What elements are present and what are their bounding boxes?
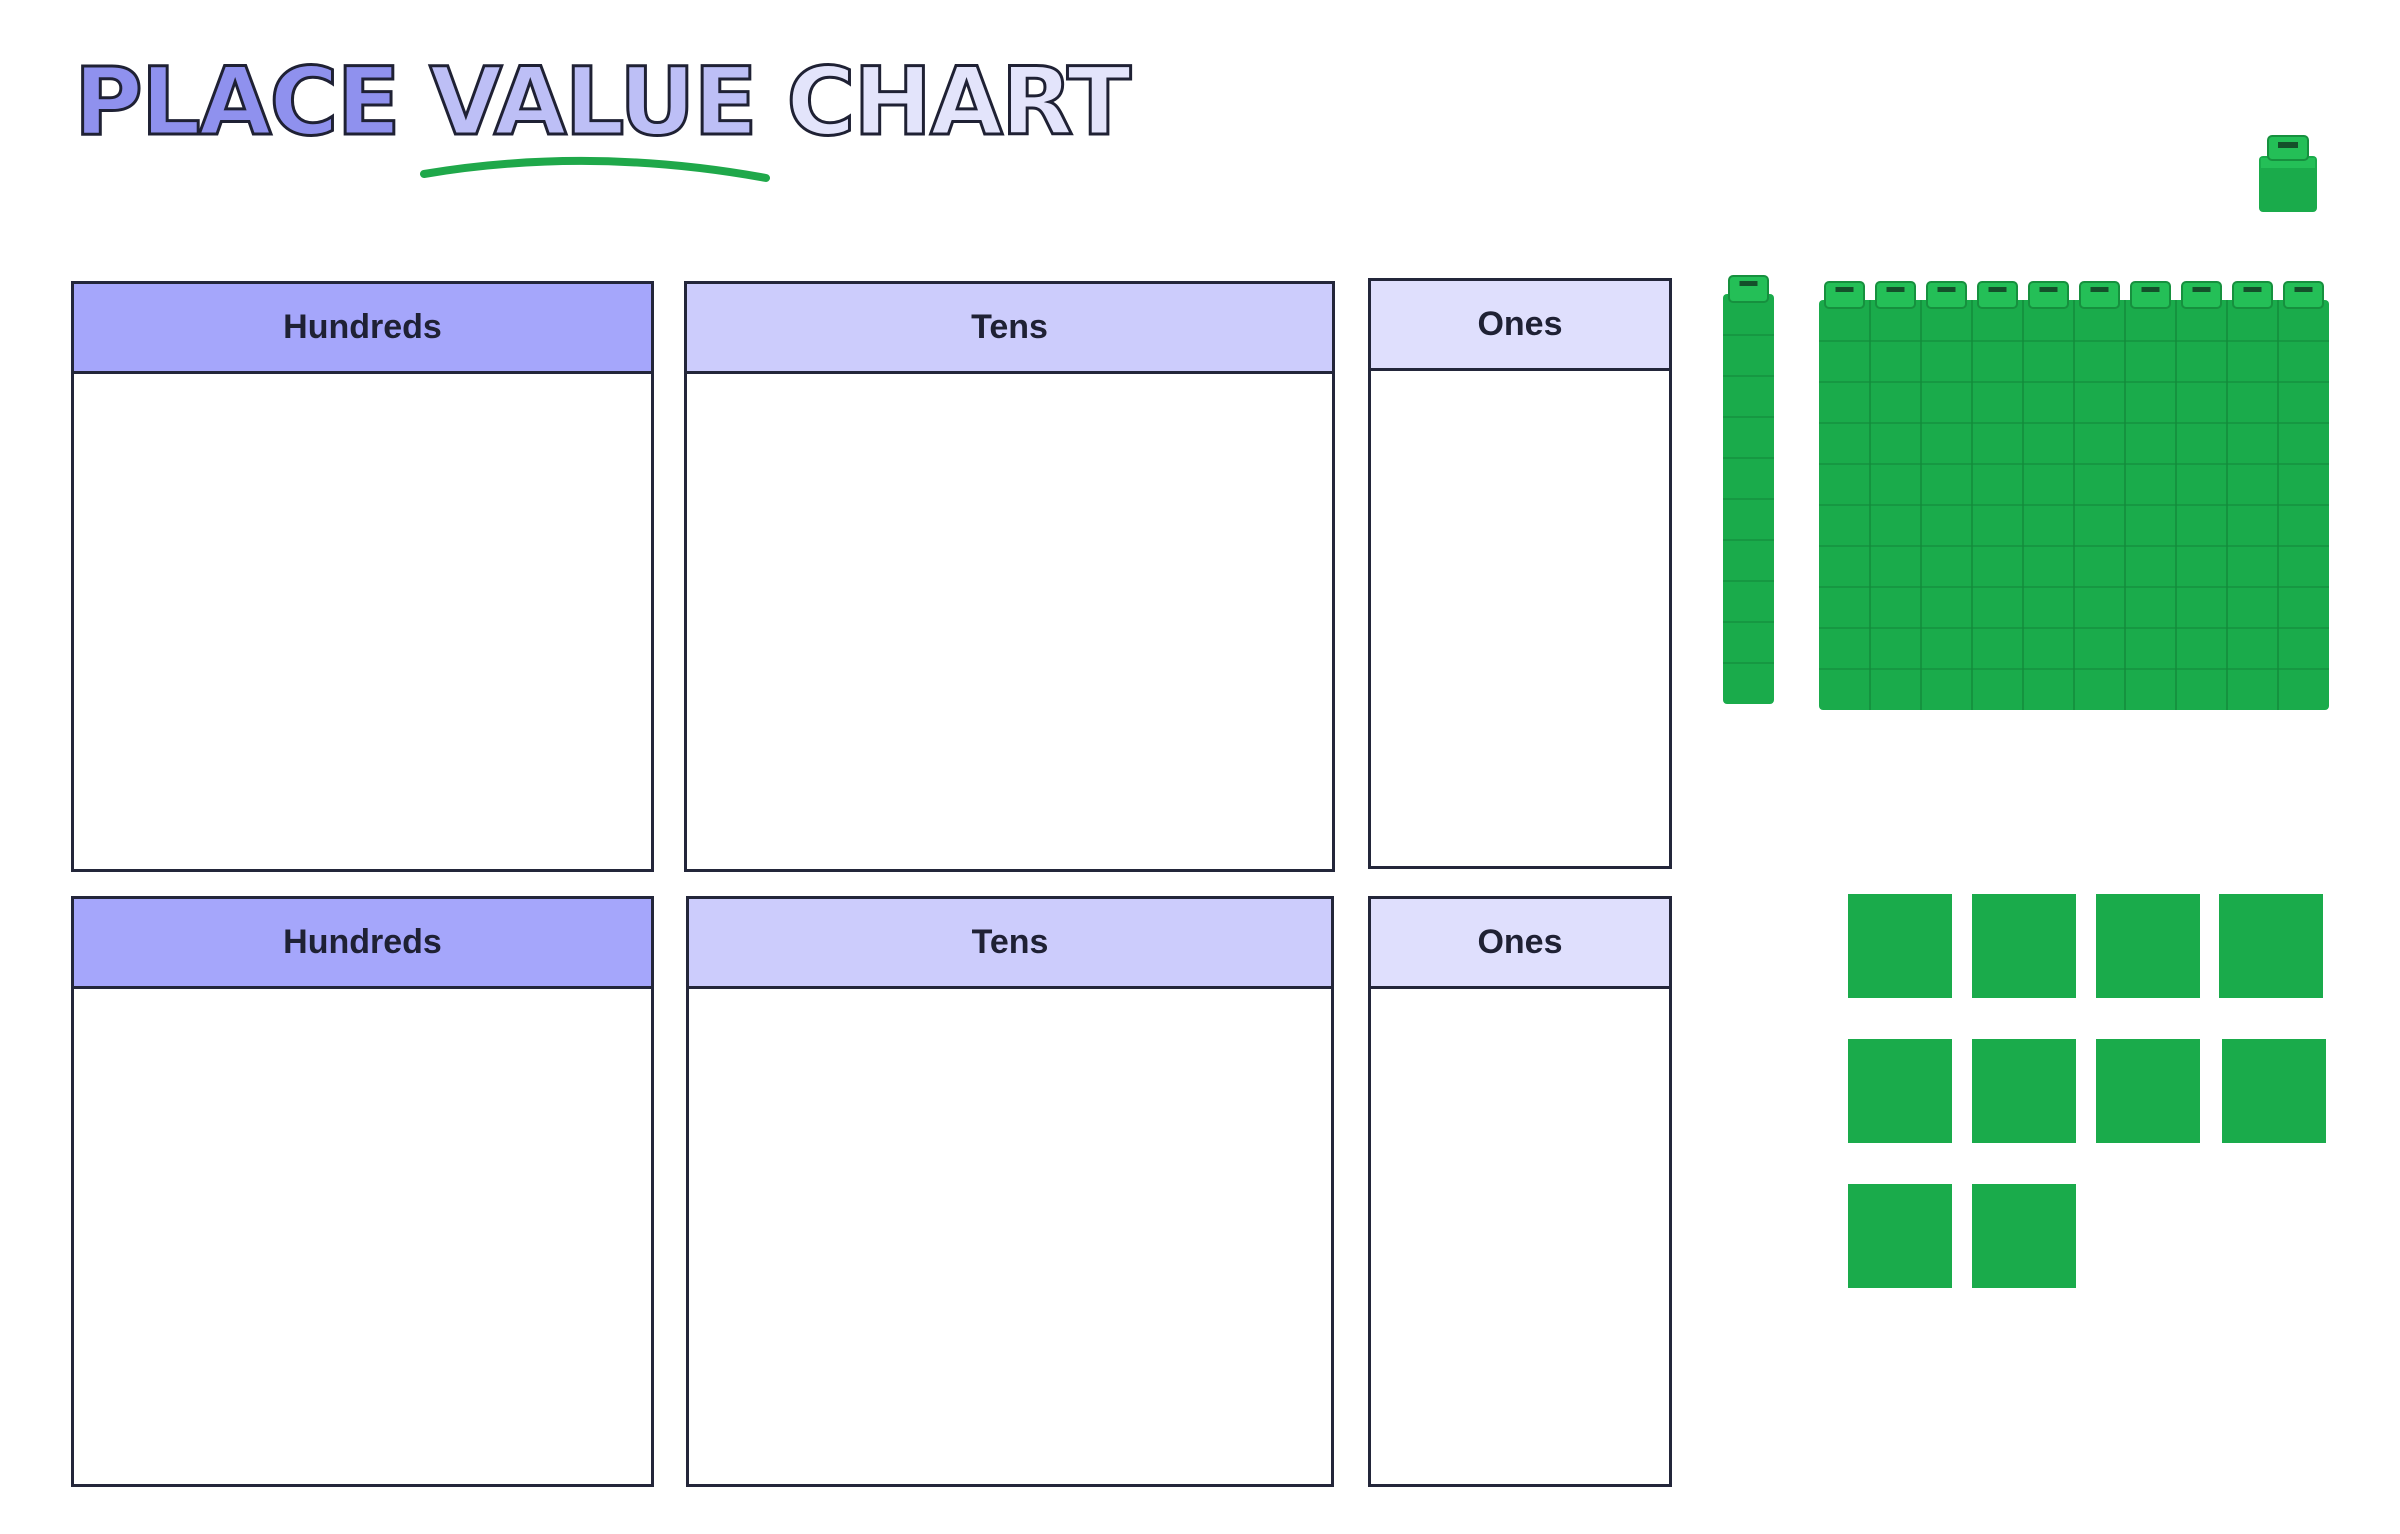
chart-1-hundreds-column[interactable]: Hundreds xyxy=(71,281,654,872)
unit-square[interactable] xyxy=(1972,1039,2076,1143)
cube-connector xyxy=(2232,281,2273,309)
chart-1-tens-header: Tens xyxy=(687,284,1332,374)
cube-connector-hole xyxy=(1739,281,1758,286)
unit-square[interactable] xyxy=(2219,894,2323,998)
cube-connector xyxy=(1875,281,1916,309)
unit-square[interactable] xyxy=(1848,894,1952,998)
cube-connector xyxy=(1824,281,1865,309)
cube-connector-hole xyxy=(2243,287,2262,292)
chart-2-hundreds-header: Hundreds xyxy=(74,899,651,989)
cube-connector-hole xyxy=(2294,287,2313,292)
unit-square[interactable] xyxy=(1848,1039,1952,1143)
title-underline-stroke[interactable] xyxy=(420,150,770,190)
unit-square[interactable] xyxy=(2222,1039,2326,1143)
unit-square[interactable] xyxy=(2096,1039,2200,1143)
chart-2-ones-column[interactable]: Ones xyxy=(1368,896,1672,1487)
cube-connector xyxy=(1977,281,2018,309)
unit-square[interactable] xyxy=(2096,894,2200,998)
cube-connector-hole xyxy=(1835,287,1854,292)
chart-2-hundreds-column[interactable]: Hundreds xyxy=(71,896,654,1487)
title-word-place: PLACE xyxy=(73,48,403,157)
unit-square[interactable] xyxy=(1972,1184,2076,1288)
cube-connector xyxy=(2079,281,2120,309)
cube-connector-hole xyxy=(2090,287,2109,292)
unit-square[interactable] xyxy=(1848,1184,1952,1288)
cube-connector-hole xyxy=(1937,287,1956,292)
chart-1-ones-column[interactable]: Ones xyxy=(1368,278,1672,869)
hundred-flat-block[interactable] xyxy=(1818,278,2330,714)
cube-connector-hole xyxy=(1886,287,1905,292)
chart-1-ones-header: Ones xyxy=(1371,281,1669,371)
single-cube-block[interactable] xyxy=(2256,130,2322,216)
unit-square[interactable] xyxy=(1972,894,2076,998)
cube-connector xyxy=(2130,281,2171,309)
chart-1-hundreds-header: Hundreds xyxy=(74,284,651,374)
title-word-chart: CHART xyxy=(785,48,1133,157)
cube-connector-hole xyxy=(2141,287,2160,292)
cube-connector xyxy=(2283,281,2324,309)
chart-1-tens-column[interactable]: Tens xyxy=(684,281,1335,872)
cube-connector-hole xyxy=(2192,287,2211,292)
ten-rod-block[interactable] xyxy=(1722,272,1775,708)
cube-connector xyxy=(1926,281,1967,309)
cube-connector xyxy=(2181,281,2222,309)
cube-connector xyxy=(1728,275,1769,303)
page-title: PLACE VALUE CHART xyxy=(73,54,1133,151)
chart-2-tens-header: Tens xyxy=(689,899,1331,989)
chart-2-ones-header: Ones xyxy=(1371,899,1669,989)
chart-2-tens-column[interactable]: Tens xyxy=(686,896,1334,1487)
cube-connector xyxy=(2028,281,2069,309)
cube-connector-hole xyxy=(2039,287,2058,292)
cube-connector-hole xyxy=(1988,287,2007,292)
title-word-value: VALUE xyxy=(428,48,759,157)
